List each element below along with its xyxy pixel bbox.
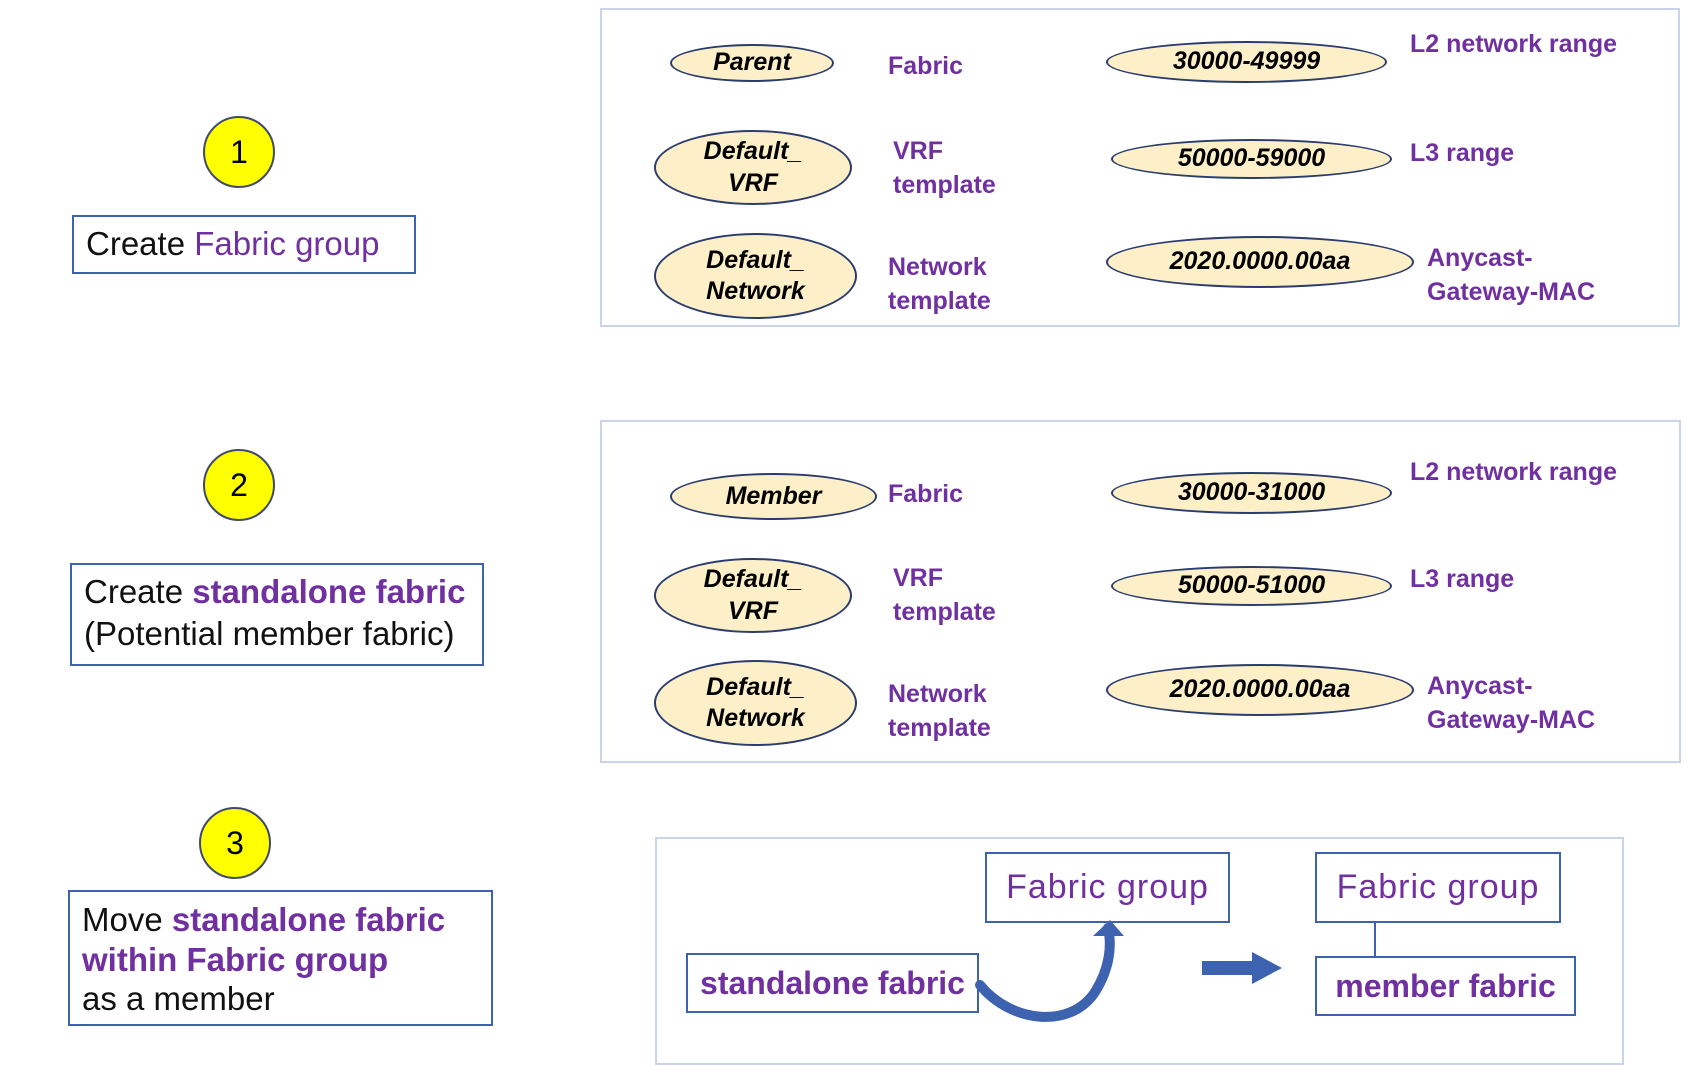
network-template-label: Network template xyxy=(888,253,991,315)
member-network-template-label: Network template xyxy=(888,680,991,742)
step-3-caption-prefix: Move xyxy=(82,901,172,938)
step-3-caption-highlight-1: standalone fabric xyxy=(171,901,446,938)
step-1-caption-prefix: Create xyxy=(86,225,195,262)
move-curved-arrow-head xyxy=(1093,920,1124,936)
anycast-mac-node: 2020.0000.00aa xyxy=(1106,236,1414,288)
standalone-fabric-box: standalone fabric xyxy=(686,953,979,1013)
l3-range-node: 50000-59000 xyxy=(1111,139,1392,179)
member-vrf-template-label: VRF template xyxy=(893,564,996,626)
step-2-caption-prefix: Create xyxy=(84,573,193,610)
step-3-caption-highlight-2: within Fabric group xyxy=(82,940,389,978)
member-anycast-mac-node: 2020.0000.00aa xyxy=(1106,664,1414,716)
member-default-vrf-node: Default_ VRF xyxy=(654,558,852,633)
member-l3-range-node: 50000-51000 xyxy=(1111,566,1392,606)
vrf-template-label: VRF template xyxy=(893,137,996,199)
l2-range-label: L2 network range xyxy=(1410,30,1617,58)
member-l2-range-label: L2 network range xyxy=(1410,458,1617,486)
parent-fabric-label: Fabric xyxy=(888,52,964,80)
member-anycast-mac-label: Anycast- Gateway-MAC xyxy=(1427,672,1596,734)
step-3-number: 3 xyxy=(226,824,244,861)
l3-range-label: L3 range xyxy=(1410,139,1515,167)
fabric-group-box-left: Fabric group xyxy=(985,852,1230,923)
step-1-caption-box: Create Fabric group xyxy=(72,215,416,274)
member-l3-range-label: L3 range xyxy=(1410,565,1515,593)
result-arrow-head xyxy=(1252,952,1282,984)
step-1-number-circle: 1 xyxy=(203,116,275,188)
member-l2-range-node: 30000-31000 xyxy=(1111,472,1392,514)
l2-range-node: 30000-49999 xyxy=(1106,41,1387,83)
step-2-caption-box: Create standalone fabric (Potential memb… xyxy=(70,563,484,666)
fabric-group-box-right: Fabric group xyxy=(1315,852,1561,923)
default-vrf-node: Default_ VRF xyxy=(654,130,852,205)
result-arrow-shaft xyxy=(1202,961,1252,975)
member-default-network-node: Default_ Network xyxy=(654,660,857,746)
step-3-caption-box: Move standalone fabric within Fabric gro… xyxy=(68,890,493,1026)
step-2-number: 2 xyxy=(230,466,248,503)
member-fabric-node: Member xyxy=(670,473,877,520)
step-3-caption-line3: as a member xyxy=(82,980,275,1018)
member-fabric-box: member fabric xyxy=(1315,956,1576,1016)
step-2-caption-highlight: standalone fabric xyxy=(192,573,466,610)
step-1-caption-highlight: Fabric group xyxy=(194,225,380,262)
member-fabric-label: Fabric xyxy=(888,480,964,508)
move-curved-arrow xyxy=(975,923,1115,1022)
anycast-mac-label: Anycast- Gateway-MAC xyxy=(1427,244,1596,306)
step-2-number-circle: 2 xyxy=(203,449,275,521)
step-3-number-circle: 3 xyxy=(199,807,271,879)
parent-fabric-node: Parent xyxy=(670,44,834,82)
step-2-caption-line2: (Potential member fabric) xyxy=(84,615,455,653)
default-network-node: Default_ Network xyxy=(654,233,857,319)
step-1-number: 1 xyxy=(230,133,248,170)
